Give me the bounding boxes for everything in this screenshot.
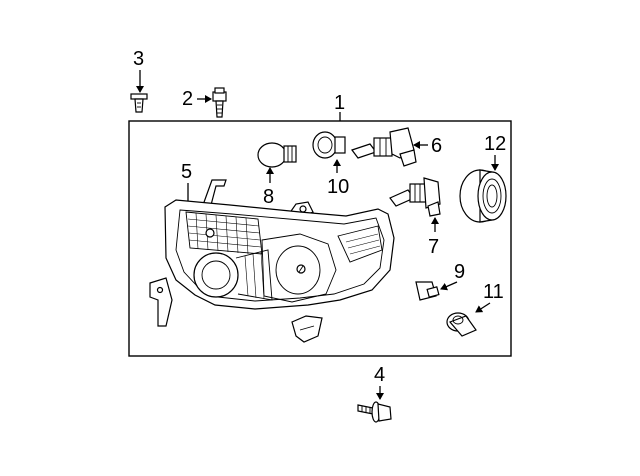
callout-10-label: 10 bbox=[327, 176, 349, 198]
callout-4-label: 4 bbox=[374, 364, 385, 386]
callout-9-label: 9 bbox=[454, 261, 465, 283]
high-beam-bulb-part-7: 7 bbox=[389, 177, 441, 258]
callout-6-label: 6 bbox=[431, 135, 442, 157]
bolt-part-2: 2 bbox=[182, 87, 227, 118]
bulb-socket-part-10: 10 bbox=[312, 131, 349, 198]
side-marker-bulb-part-8: 8 bbox=[257, 142, 297, 208]
callout-2-label: 2 bbox=[182, 88, 193, 110]
callout-7-label: 7 bbox=[428, 236, 439, 258]
callout-8-label: 8 bbox=[263, 186, 274, 208]
callout-1-label: 1 bbox=[334, 92, 345, 114]
assembly-frame bbox=[128, 120, 512, 357]
callout-3-label: 3 bbox=[133, 48, 144, 70]
wedge-bulb-part-9: 9 bbox=[415, 261, 465, 301]
dust-cover-part-12: 12 bbox=[459, 133, 507, 223]
callout-11-label: 11 bbox=[483, 281, 504, 303]
socket-part-11: 11 bbox=[446, 281, 504, 337]
headlamp-housing-part-5: 5 bbox=[149, 161, 395, 343]
callout-5-label: 5 bbox=[181, 161, 192, 183]
flange-bolt-part-4: 4 bbox=[357, 364, 392, 423]
housing-grille bbox=[185, 211, 263, 255]
callout-12-label: 12 bbox=[484, 133, 506, 155]
headlamp-bulb-part-6: 6 bbox=[351, 127, 442, 167]
push-clip-part-3: 3 bbox=[130, 48, 148, 113]
